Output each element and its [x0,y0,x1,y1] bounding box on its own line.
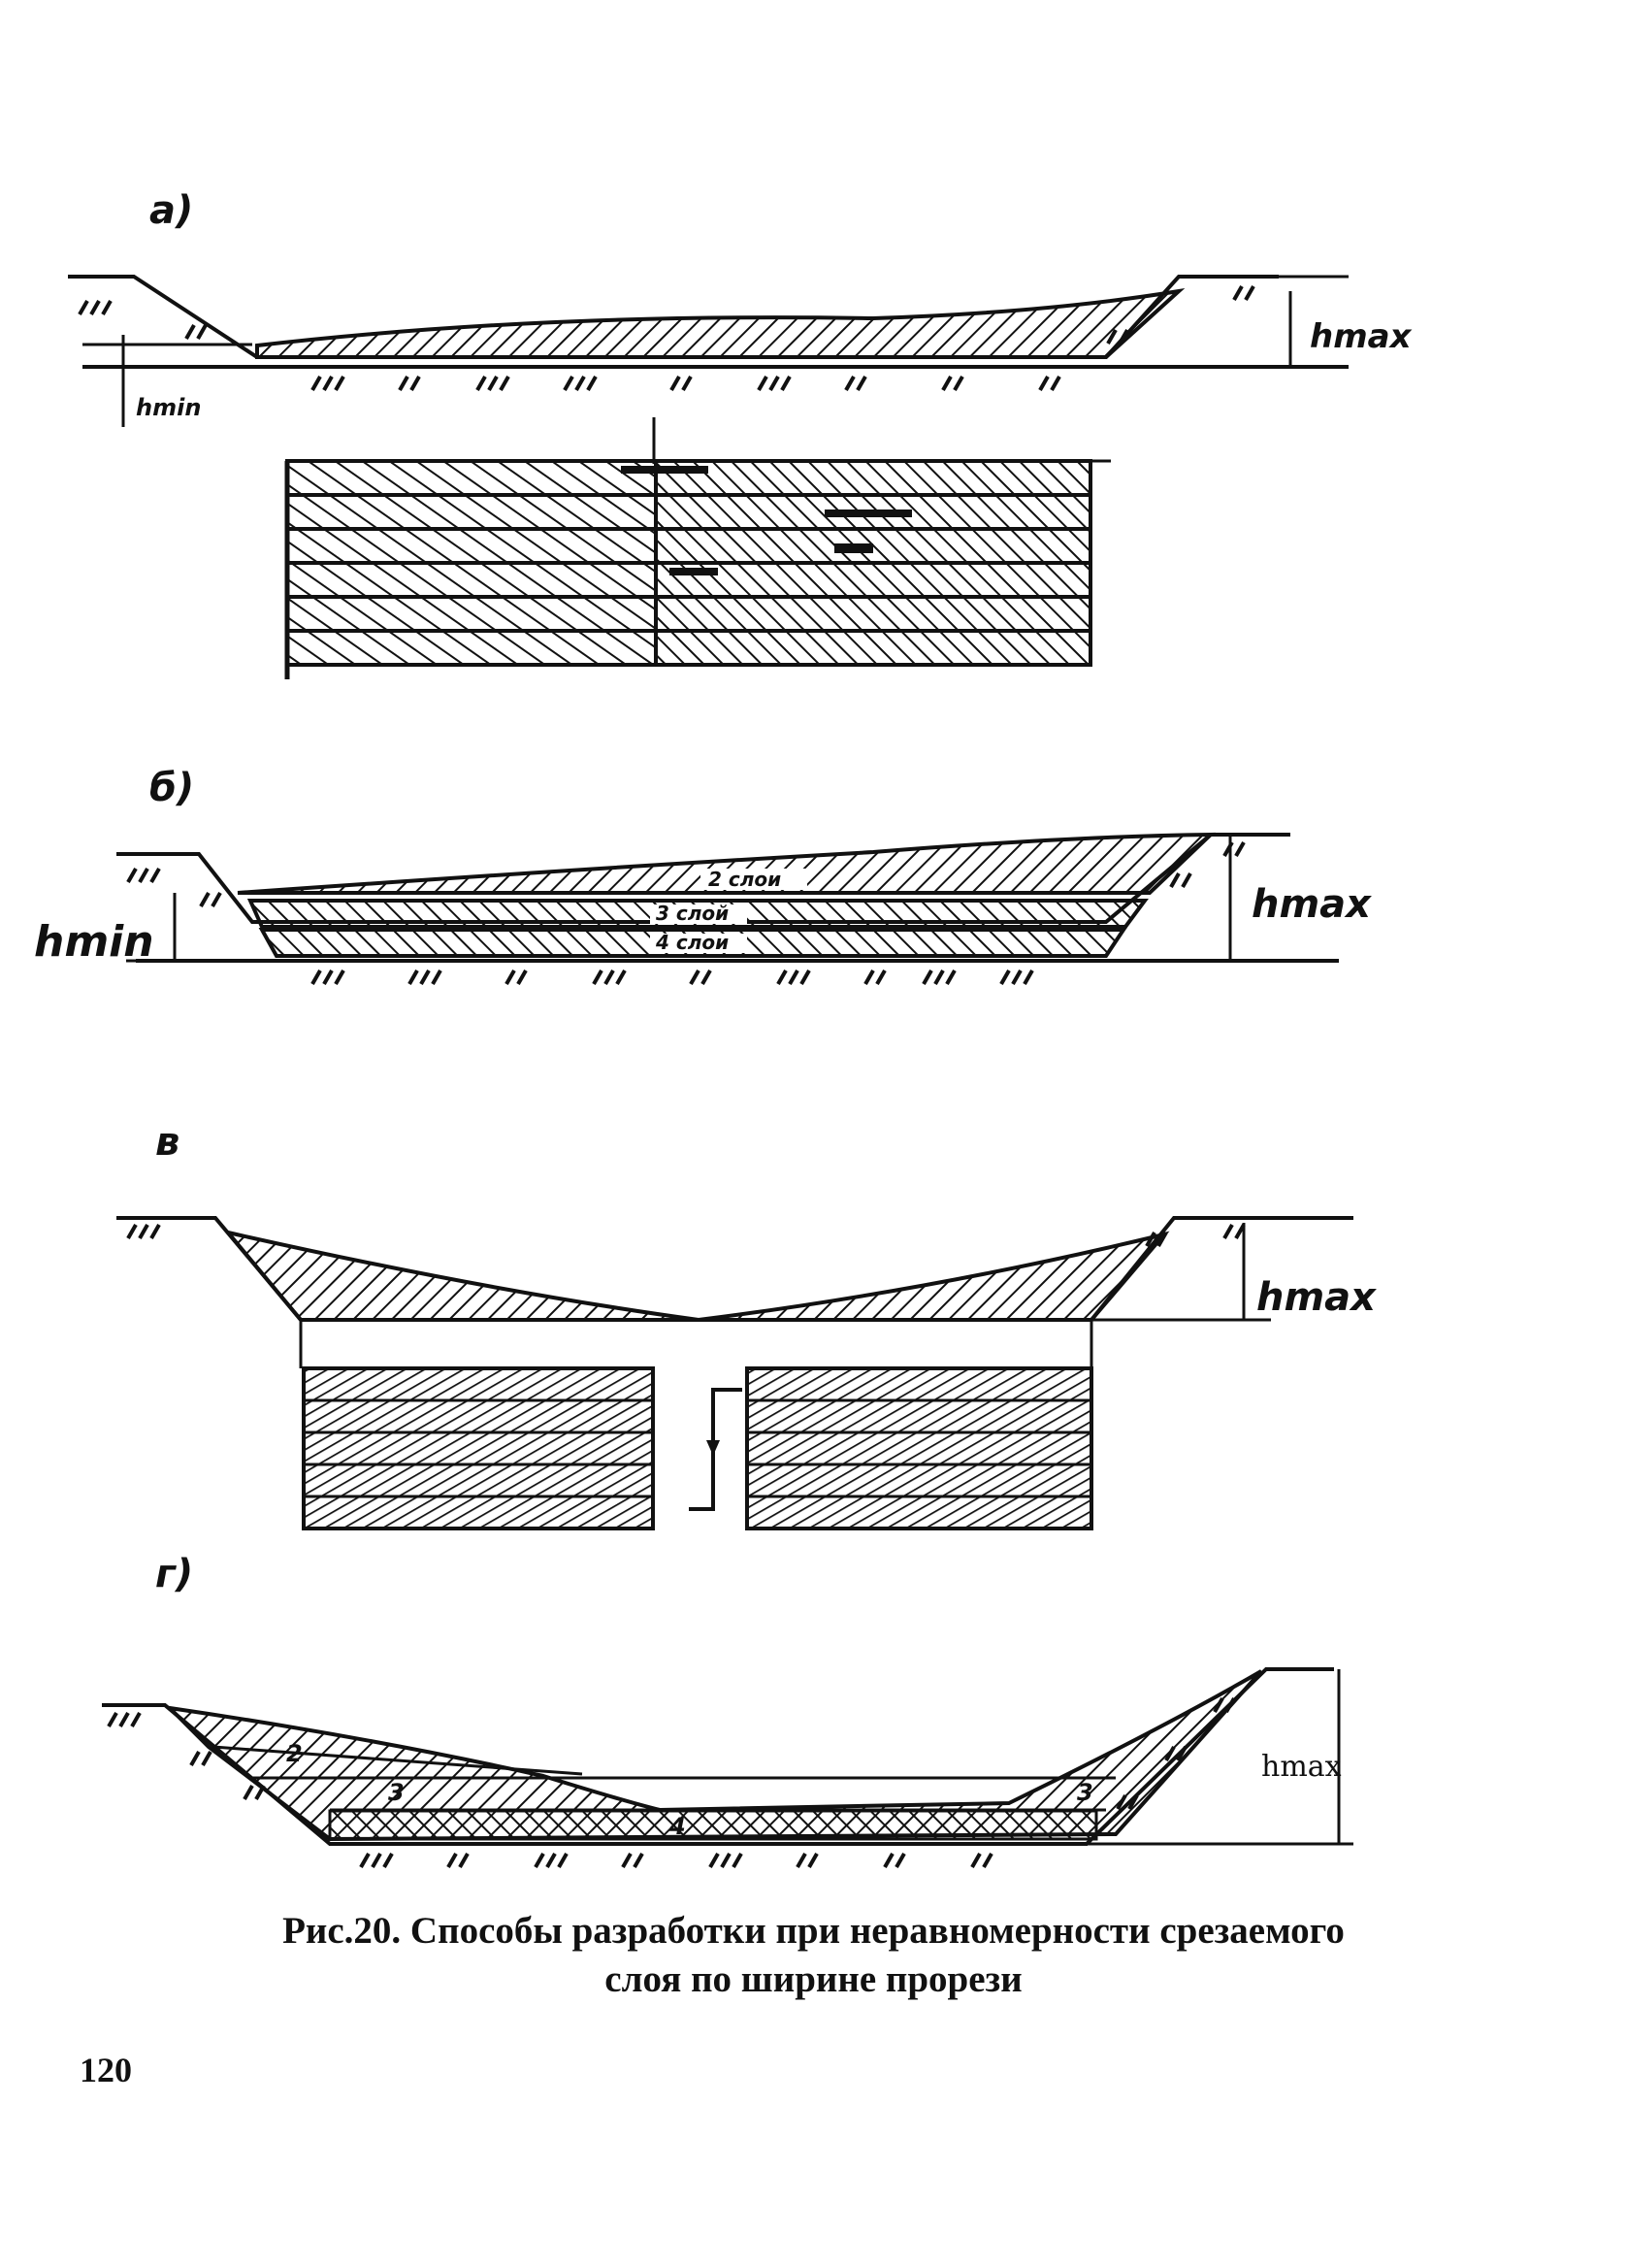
panel-d-layer-2-label: 2 [286,1740,303,1767]
panel-b: б) 2 слои 3 слой 4 слои [34,766,1372,985]
panel-b-layer-2-label: 2 слои [708,868,781,891]
panel-d: г) 2 3 4 3 hmax [102,1552,1353,1868]
panel-c: в hmax [116,1120,1377,1530]
panel-b-hmax-label: hmax [1252,882,1372,927]
panel-b-layer-2 [237,832,1217,895]
panel-d-layer-4-label: 4 [668,1813,686,1840]
panel-a-hmin-label: hmin [136,394,201,421]
panel-c-ground-ticks [126,1224,1246,1247]
panel-d-ground-ticks [107,1697,1236,1868]
panel-c-cut-layer [222,1229,1170,1323]
panel-d-label: г) [155,1552,193,1596]
panel-a-ground-ticks [78,285,1255,391]
panel-a: а) hmin hmax [68,188,1413,679]
page-number: 120 [80,2051,132,2089]
panel-c-hmax-label: hmax [1256,1275,1377,1320]
panel-a-plan-view [284,417,1111,679]
panel-b-ground-ticks [126,841,1246,985]
panel-d-layer-3-label: 3 [388,1779,405,1806]
panel-a-label: а) [149,188,193,233]
panel-c-plan-view [299,1320,1093,1530]
figure-caption-line-2: слоя по ширине прорези [604,1958,1023,2000]
panel-b-layer-4-label: 4 слои [655,931,729,954]
panel-b-hmin-label: hmin [34,917,154,967]
figure-caption-line-1: Рис.20. Способы разработки при неравноме… [282,1910,1345,1952]
panel-d-profile [102,1667,1334,1846]
panel-c-plan-left [302,1366,655,1530]
panel-d-layer-3-right-label: 3 [1077,1779,1093,1806]
panel-d-hmax-label: hmax [1261,1750,1342,1784]
panel-c-plan-right [745,1366,1093,1530]
panel-c-label: в [155,1120,179,1165]
panel-b-layer-3-label: 3 слой [656,902,729,925]
panel-a-hmax-label: hmax [1310,317,1413,356]
panel-b-label: б) [149,766,194,810]
panel-a-cut-layer [255,287,1186,359]
panel-d-cut-layers [164,1669,1263,1842]
